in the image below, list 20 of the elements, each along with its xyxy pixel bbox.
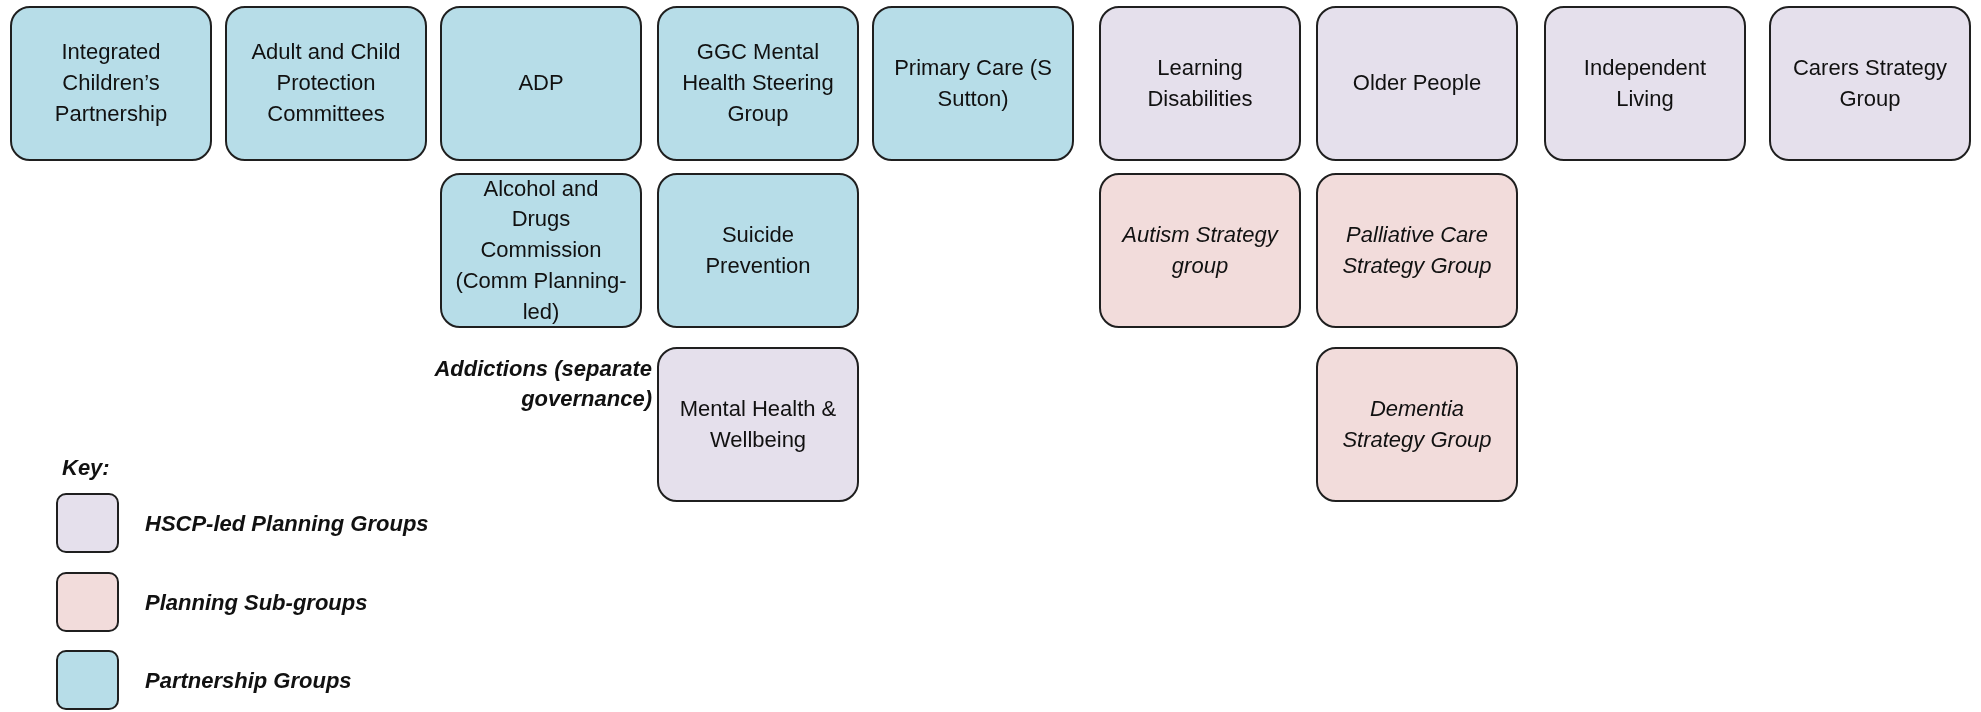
group-box: ADP [440, 6, 642, 161]
group-box: Autism Strategy group [1099, 173, 1301, 328]
legend-label: Planning Sub-groups [145, 589, 368, 617]
legend-label: Partnership Groups [145, 667, 352, 695]
key-heading: Key: [62, 454, 111, 482]
group-box: Adult and Child Protection Committees [225, 6, 427, 161]
group-box: Older People [1316, 6, 1518, 161]
group-box: Independent Living [1544, 6, 1746, 161]
group-box: Integrated Children’s Partnership [10, 6, 212, 161]
group-box: Carers Strategy Group [1769, 6, 1971, 161]
group-box: Suicide Prevention [657, 173, 859, 328]
note-text: Addictions (separate governance) [433, 355, 652, 413]
group-box: Mental Health & Wellbeing [657, 347, 859, 502]
legend-label: HSCP-led Planning Groups [145, 510, 429, 538]
group-box: Primary Care (S Sutton) [872, 6, 1074, 161]
group-box: GGC Mental Health Steering Group [657, 6, 859, 161]
group-box: Dementia Strategy Group [1316, 347, 1518, 502]
group-box: Alcohol and Drugs Commission (Comm Planning-led) [440, 173, 642, 328]
group-box: Palliative Care Strategy Group [1316, 173, 1518, 328]
group-box: Learning Disabilities [1099, 6, 1301, 161]
